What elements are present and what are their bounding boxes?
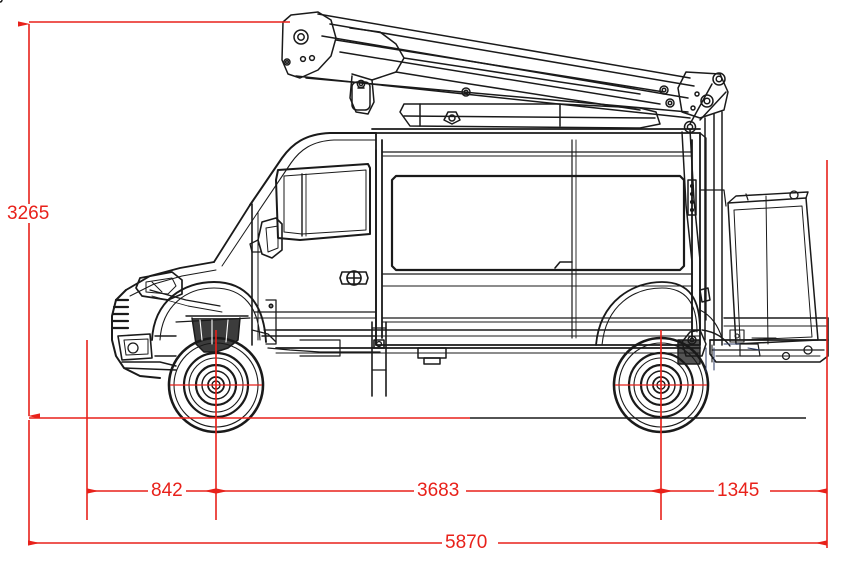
- dimension-label-wheelbase: 3683: [414, 481, 463, 500]
- dimension-label-front-overhang: 842: [148, 481, 186, 500]
- chassis: [251, 321, 701, 397]
- boom-assembly: [0, 0, 729, 357]
- hydraulic-lines: [705, 343, 761, 373]
- dimension-lines: [18, 21, 828, 548]
- dimension-label-height: 3265: [4, 204, 53, 223]
- rear-platform: [677, 132, 829, 365]
- cab: [125, 132, 377, 346]
- body-box: [371, 128, 701, 346]
- dimension-label-rear-overhang: 1345: [714, 481, 763, 500]
- vehicle-outline-group: [0, 0, 829, 434]
- dimension-label-overall-length: 5870: [442, 533, 491, 552]
